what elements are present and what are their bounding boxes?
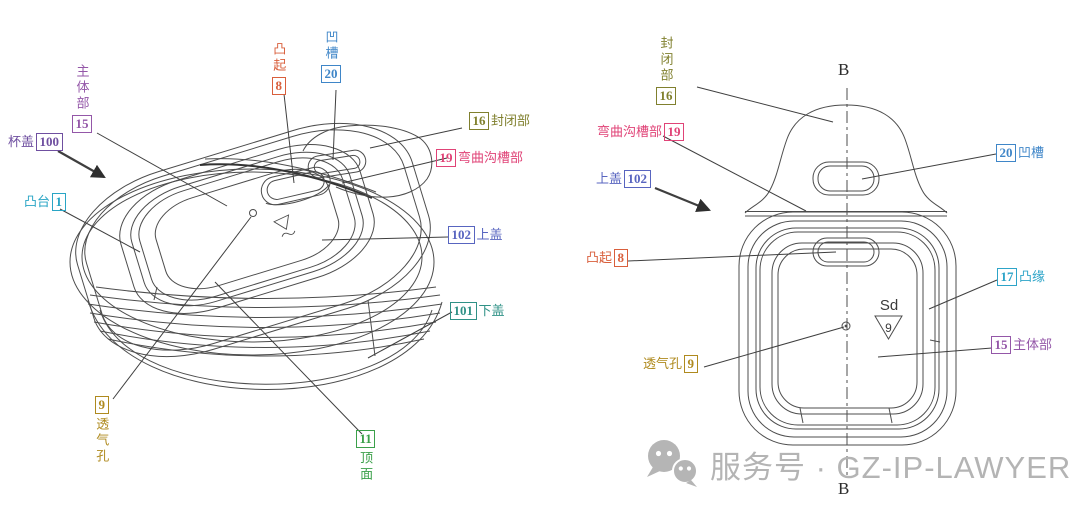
ref-text: 杯盖	[8, 133, 35, 149]
label-lower-cover-101: 101 下盖	[450, 302, 505, 320]
right-view-leader-lines	[627, 86, 998, 368]
label-curved-groove-19: 19 弯曲沟槽部	[436, 149, 523, 167]
ref-text: 弯曲沟槽部	[597, 123, 663, 139]
recycle-mark-small	[273, 214, 296, 237]
ref-text: 凸起	[586, 249, 613, 265]
ref-text: 凸台	[24, 193, 51, 209]
ref-num: 1	[52, 193, 66, 211]
ref-text: 上盖	[476, 226, 503, 242]
label-recess-20: 凹槽 20	[321, 30, 341, 83]
ref-num: 11	[356, 430, 376, 448]
ref-num: 16	[656, 87, 676, 105]
ref-text: 主体部	[1013, 336, 1053, 352]
label-closing-part-16-top-view: 封闭部 16	[656, 36, 676, 105]
upper-cover-pointer-arrow	[654, 186, 711, 213]
label-vent-hole-9-top-view: 透气孔 9	[643, 355, 698, 373]
watermark: 服务号 · GZ-IP-LAWYER	[644, 438, 1071, 490]
label-main-body-15: 主体部 15	[72, 64, 92, 133]
ref-num: 9	[684, 355, 698, 373]
ref-num: 15	[72, 115, 92, 133]
recycle-code-text: 9	[885, 321, 892, 335]
label-vent-hole-9: 9 透气孔	[94, 396, 110, 465]
ref-num: 17	[997, 268, 1017, 286]
ref-num: 101	[450, 302, 477, 320]
label-protrusion-8: 凸起 8	[271, 42, 287, 95]
ref-num: 20	[996, 144, 1016, 162]
label-protrusion-8-top-view: 凸起 8	[586, 249, 628, 267]
label-cup-lid-100: 杯盖 100	[8, 133, 63, 151]
ref-num: 9	[95, 396, 109, 414]
ref-text: 凸起	[271, 42, 287, 74]
ref-num: 20	[321, 65, 341, 83]
ref-text: 凸缘	[1019, 268, 1046, 284]
ref-text: 透气孔	[643, 355, 683, 371]
ref-text: 弯曲沟槽部	[458, 149, 524, 165]
wechat-icon	[647, 440, 698, 487]
label-recess-20-top-view: 20 凹槽	[996, 144, 1044, 162]
label-curved-groove-19-top-view: 弯曲沟槽部 19	[597, 123, 685, 141]
cup-lid-pointer-arrow	[57, 150, 106, 179]
label-main-body-15-top-view: 15 主体部	[991, 336, 1052, 354]
label-upper-cover-102: 102 上盖	[448, 226, 503, 244]
ref-num: 19	[436, 149, 456, 167]
label-upper-cover-102-top-view: 上盖 102	[596, 170, 651, 188]
right-view-drawing: Sd 9	[738, 88, 957, 478]
ref-text: 封闭部	[658, 36, 674, 84]
material-recycle-mark: Sd 9	[874, 297, 903, 340]
label-boss-1: 凸台 1	[24, 193, 66, 211]
section-marker-b-top: B	[838, 60, 850, 79]
label-top-face-11: 11 顶面	[356, 430, 376, 483]
ref-num: 16	[469, 112, 489, 130]
ref-num: 15	[991, 336, 1011, 354]
ref-num: 8	[272, 77, 286, 95]
ref-text: 封闭部	[491, 112, 531, 128]
ref-text: 顶面	[358, 450, 374, 483]
section-marker-b-bottom: B	[838, 479, 850, 498]
label-closing-part-16: 16 封闭部	[469, 112, 530, 130]
material-text: Sd	[880, 297, 898, 314]
ref-num: 8	[614, 249, 628, 267]
left-view-drawing	[69, 100, 443, 390]
ref-num: 19	[664, 123, 685, 141]
ref-text: 下盖	[478, 302, 505, 318]
ref-text: 透气孔	[94, 416, 110, 465]
left-view-leader-lines	[57, 89, 463, 435]
watermark-text: 服务号 · GZ-IP-LAWYER	[710, 449, 1072, 485]
label-flange-17: 17 凸缘	[997, 268, 1045, 286]
ref-text: 主体部	[74, 64, 90, 112]
ref-text: 凹槽	[1018, 144, 1045, 160]
ref-num: 100	[36, 133, 63, 151]
ref-num: 102	[624, 170, 651, 188]
ref-text: 上盖	[596, 170, 623, 186]
ref-text: 凹槽	[323, 30, 339, 62]
ref-num: 102	[448, 226, 475, 244]
